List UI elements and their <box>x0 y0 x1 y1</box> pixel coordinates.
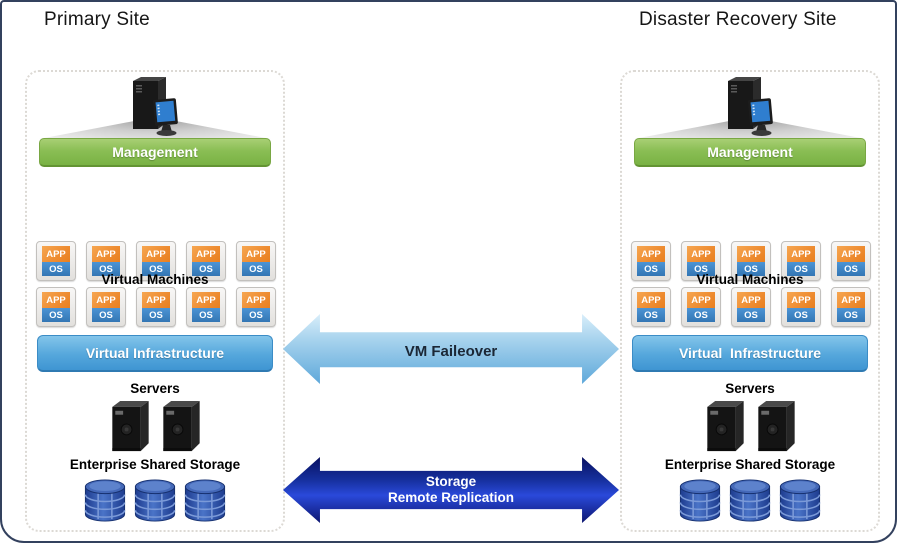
vm-icon: APP OS <box>186 287 226 327</box>
vm-app-label: APP <box>192 246 220 263</box>
vm-grid-row: APP OS APP OS APP OS APP OS APP OS <box>631 287 873 327</box>
vm-app-label: APP <box>42 292 70 309</box>
vm-os-label: OS <box>192 262 220 276</box>
virtual-machines-label: Virtual Machines <box>101 272 209 287</box>
vm-os-label: OS <box>837 308 865 322</box>
vm-icon: APP OS <box>731 241 771 281</box>
primary-site-panel: Management APP OS APP OS APP OS APP OS A… <box>25 70 285 532</box>
vm-app-label: APP <box>637 246 665 263</box>
management-banner: Management <box>634 138 866 167</box>
enterprise-shared-storage-label: Enterprise Shared Storage <box>664 457 836 472</box>
vm-app-label: APP <box>687 246 715 263</box>
vm-app-label: APP <box>192 292 220 309</box>
storage-arrow-label-line2: Remote Replication <box>387 490 515 505</box>
vm-app-label: APP <box>837 292 865 309</box>
vm-app-label: APP <box>787 246 815 263</box>
vm-app-label: APP <box>92 292 120 309</box>
vm-icon: APP OS <box>136 287 176 327</box>
vm-os-label: OS <box>637 308 665 322</box>
vm-os-label: OS <box>92 308 120 322</box>
vm-os-label: OS <box>142 308 170 322</box>
vm-icon: APP OS <box>681 287 721 327</box>
server-tower-icon <box>111 400 149 452</box>
vm-app-label: APP <box>637 292 665 309</box>
vm-app-label: APP <box>687 292 715 309</box>
vm-app-label: APP <box>787 292 815 309</box>
vm-os-label: OS <box>687 308 715 322</box>
management-banner: Management <box>39 138 271 167</box>
storage-cylinder-icon <box>779 479 821 522</box>
vm-os-label: OS <box>787 308 815 322</box>
vm-app-label: APP <box>242 292 270 309</box>
storage-cylinder-icon <box>679 479 721 522</box>
virtual-infrastructure-banner: Virtual Infrastructure <box>37 335 273 372</box>
primary-site-title: Primary Site <box>44 9 150 30</box>
vm-app-label: APP <box>737 292 765 309</box>
vm-icon: APP OS <box>781 241 821 281</box>
vm-failover-arrow: VM Faileover <box>283 314 619 384</box>
vm-os-label: OS <box>637 262 665 276</box>
vm-icon: APP OS <box>631 287 671 327</box>
vm-os-label: OS <box>737 308 765 322</box>
vm-os-label: OS <box>42 308 70 322</box>
disaster-recovery-site-title: Disaster Recovery Site <box>639 9 837 30</box>
storage-row <box>622 477 878 524</box>
storage-cylinder-icon <box>184 479 226 522</box>
vm-icon: APP OS <box>631 241 671 281</box>
storage-cylinder-icon <box>729 479 771 522</box>
vm-app-label: APP <box>837 246 865 263</box>
vm-os-label: OS <box>42 262 70 276</box>
vm-failover-arrow-label: VM Faileover <box>404 342 498 360</box>
vm-icon: APP OS <box>86 241 126 281</box>
vm-app-label: APP <box>92 246 120 263</box>
vm-os-label: OS <box>92 262 120 276</box>
vm-icon: APP OS <box>781 287 821 327</box>
enterprise-shared-storage-label: Enterprise Shared Storage <box>69 457 241 472</box>
vm-app-label: APP <box>42 246 70 263</box>
vm-icon: APP OS <box>731 287 771 327</box>
disaster-recovery-site-panel: Management APP OS APP OS APP OS APP OS A… <box>620 70 880 532</box>
server-tower-icon <box>162 400 200 452</box>
vm-icon: APP OS <box>681 241 721 281</box>
vm-icon: APP OS <box>36 287 76 327</box>
vm-os-label: OS <box>242 262 270 276</box>
vm-icon: APP OS <box>36 241 76 281</box>
servers-row <box>27 399 283 454</box>
vm-grid-row: APP OS APP OS APP OS APP OS APP OS <box>36 287 278 327</box>
vm-icon: APP OS <box>136 241 176 281</box>
management-computer-icon <box>728 77 774 136</box>
management-computer-icon <box>133 77 179 136</box>
server-tower-icon <box>757 400 795 452</box>
vm-os-label: OS <box>837 262 865 276</box>
vm-icon: APP OS <box>236 287 276 327</box>
vm-os-label: OS <box>192 308 220 322</box>
vm-icon: APP OS <box>186 241 226 281</box>
vm-os-label: OS <box>787 262 815 276</box>
vm-app-label: APP <box>142 246 170 263</box>
vm-grid-row: APP OS APP OS APP OS APP OS APP OS <box>36 241 278 281</box>
servers-label: Servers <box>130 381 180 396</box>
servers-row <box>622 399 878 454</box>
storage-cylinder-icon <box>134 479 176 522</box>
virtual-machines-label: Virtual Machines <box>696 272 804 287</box>
vm-grid-row: APP OS APP OS APP OS APP OS APP OS <box>631 241 873 281</box>
vm-icon: APP OS <box>831 287 871 327</box>
storage-row <box>27 477 283 524</box>
vm-os-label: OS <box>687 262 715 276</box>
vm-os-label: OS <box>142 262 170 276</box>
vm-icon: APP OS <box>86 287 126 327</box>
vm-app-label: APP <box>242 246 270 263</box>
storage-arrow-label-line1: Storage <box>425 473 477 489</box>
vm-app-label: APP <box>737 246 765 263</box>
storage-replication-arrow: Storage Remote Replication <box>283 457 619 523</box>
vm-icon: APP OS <box>236 241 276 281</box>
server-tower-icon <box>706 400 744 452</box>
vm-os-label: OS <box>242 308 270 322</box>
storage-cylinder-icon <box>84 479 126 522</box>
vm-icon: APP OS <box>831 241 871 281</box>
vm-app-label: APP <box>142 292 170 309</box>
vm-os-label: OS <box>737 262 765 276</box>
servers-label: Servers <box>725 381 775 396</box>
virtual-infrastructure-banner: Virtual Infrastructure <box>632 335 868 372</box>
